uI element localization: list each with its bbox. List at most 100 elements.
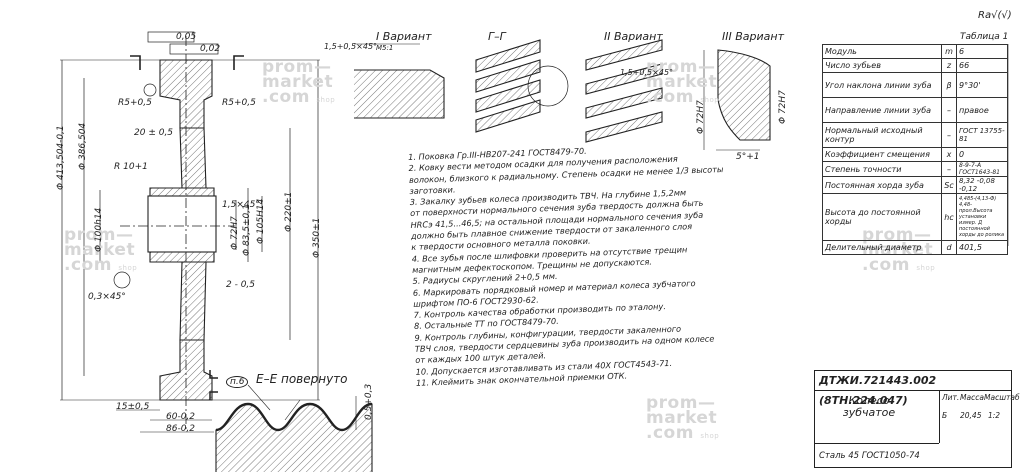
param-value: 6: [956, 44, 1008, 59]
part-name-line2: зубчатое: [842, 406, 896, 419]
param-value: 8-9-7-А ГОСТ1643-81: [956, 161, 1008, 177]
param-symbol: –: [941, 97, 957, 123]
param-name: Угол наклона линии зуба: [822, 72, 942, 98]
title-block-grid: Лит. Масса Масштаб Б 20,45 1:2: [939, 391, 1020, 443]
technical-requirements: 1. Поковка Гр.III-НВ207-241 ГОСТ8479-70.…: [408, 145, 724, 388]
dim-d100: Φ 100h14: [94, 207, 104, 252]
dim-outer-diameter: Φ 413,504-0,1: [56, 125, 66, 190]
dim-width-2: 2 - 0,5: [226, 280, 256, 290]
mass-value: 20,45: [960, 411, 982, 420]
param-name: Постоянная хорда зуба: [822, 176, 942, 194]
param-name: Делительный диаметр: [822, 240, 942, 255]
dim-radius-top: R5+0,5: [118, 98, 152, 108]
param-value: ГОСТ 13755-81: [956, 122, 1008, 148]
param-value: 4,485-(4,13-Ф) 4,48-прол.Высота установк…: [956, 193, 1008, 241]
param-name: Степень точности: [822, 161, 942, 177]
watermark: prom—market.com shop: [64, 225, 138, 275]
variant-1-title: I Вариант: [376, 30, 432, 43]
variant-2-teeth: [585, 39, 663, 143]
param-name: Коэффициент смещения: [822, 147, 942, 162]
dim-d72: Φ 72Н7: [230, 216, 240, 250]
section-gg-title: Г–Г: [488, 30, 506, 43]
dim-ee-height: 0,5+0,3: [364, 383, 374, 420]
variant-1-profile: [354, 69, 445, 119]
dim-chamfer-15: 1,5×45°: [222, 200, 260, 210]
dim-variant2-chamfer: 1,5+0,5×45°: [620, 68, 674, 77]
dim-d83: Φ 83,5±0,1: [242, 204, 252, 256]
dim-variant3-diameter-2: Φ 72Н7: [778, 90, 788, 124]
watermark: prom—market.com shop: [262, 57, 336, 107]
variant-3-profile: [717, 49, 771, 141]
variant-1-scale: М5:1: [376, 44, 394, 52]
part-name-line1: Колесо: [848, 394, 890, 407]
param-value: 8,32 -0,08 -0,12: [956, 176, 1008, 194]
param-value: правое: [956, 97, 1008, 123]
param-value: 9°30': [956, 72, 1008, 98]
dim-radius-top2: R5+0,5: [222, 98, 256, 108]
dim-d386: Φ 386,504: [78, 122, 88, 170]
param-symbol: –: [941, 122, 957, 148]
roughness-mark: Ra√(√): [978, 10, 1012, 21]
table-row: Нормальный исходный контур–ГОСТ 13755-81: [822, 122, 1008, 148]
tolerance-005: 0,05: [176, 32, 197, 42]
param-name: Нормальный исходный контур: [822, 122, 942, 148]
gear-web: [179, 127, 207, 189]
lit-label: Лит.: [942, 393, 960, 402]
watermark: prom—market.com shop: [646, 393, 720, 443]
dim-variant3-angle: 5°+1: [736, 152, 760, 162]
title-block: ДТЖИ.721443.002 (8ТН.224.047) Колесо зуб…: [814, 370, 1020, 468]
dim-width-15: 15±0,5: [116, 402, 150, 412]
section-gg-teeth: [475, 39, 569, 133]
param-value: 66: [956, 58, 1008, 73]
material: Сталь 45 ГОСТ1050-74: [815, 443, 939, 467]
table-row: Степень точности–8-9-7-А ГОСТ1643-81: [822, 161, 1008, 177]
scale-label: Масштаб: [984, 393, 1020, 402]
param-value: 401,5: [956, 240, 1008, 255]
param-symbol: Sc: [941, 176, 957, 194]
param-symbol: hc: [941, 193, 957, 241]
table-row: Направление линии зуба–правое: [822, 97, 1008, 123]
mass-label: Масса: [960, 393, 984, 402]
param-name: Высота до постоянной хорды: [822, 193, 942, 241]
dim-width-86: 86-0,2: [166, 424, 196, 434]
part-name: Колесо зубчатое: [819, 395, 919, 419]
variant-2-title: II Вариант: [604, 30, 663, 43]
dim-d350: Φ 350±1: [312, 217, 322, 258]
dim-d220: Φ 220±1: [284, 191, 294, 232]
gear-web-lower: [179, 261, 207, 341]
lit-value: Б: [942, 411, 948, 420]
param-symbol: β: [941, 72, 957, 98]
tolerance-002: 0,02: [200, 44, 221, 54]
dim-variant3-diameter: Φ 72Н7: [696, 100, 706, 134]
param-symbol: m: [941, 44, 957, 59]
label-n6: п.6: [226, 376, 249, 388]
param-name: Направление линии зуба: [822, 97, 942, 123]
watermark: prom—market.com shop: [646, 57, 720, 107]
dim-width-60: 60-0,2: [166, 412, 196, 422]
variant-3-title: III Вариант: [722, 30, 784, 43]
dim-chamfer-03: 0,3×45°: [88, 292, 126, 302]
dim-fine-chamfer: 1,5+0,5×45°: [324, 42, 378, 51]
dim-radius-10: R 10+1: [114, 162, 148, 172]
param-value: 0: [956, 147, 1008, 162]
param-symbol: d: [941, 240, 957, 255]
dim-width-20: 20 ± 0,5: [134, 128, 174, 138]
param-symbol: z: [941, 58, 957, 73]
table-title: Таблица 1: [960, 32, 1009, 42]
section-ee-title: Е–Е повернуто: [256, 372, 348, 386]
param-name: Модуль: [822, 44, 942, 59]
param-name: Число зубьев: [822, 58, 942, 73]
scale-value: 1:2: [988, 411, 1001, 420]
param-symbol: –: [941, 161, 957, 177]
param-symbol: x: [941, 147, 957, 162]
drawing-code: ДТЖИ.721443.002 (8ТН.224.047): [815, 371, 1011, 407]
